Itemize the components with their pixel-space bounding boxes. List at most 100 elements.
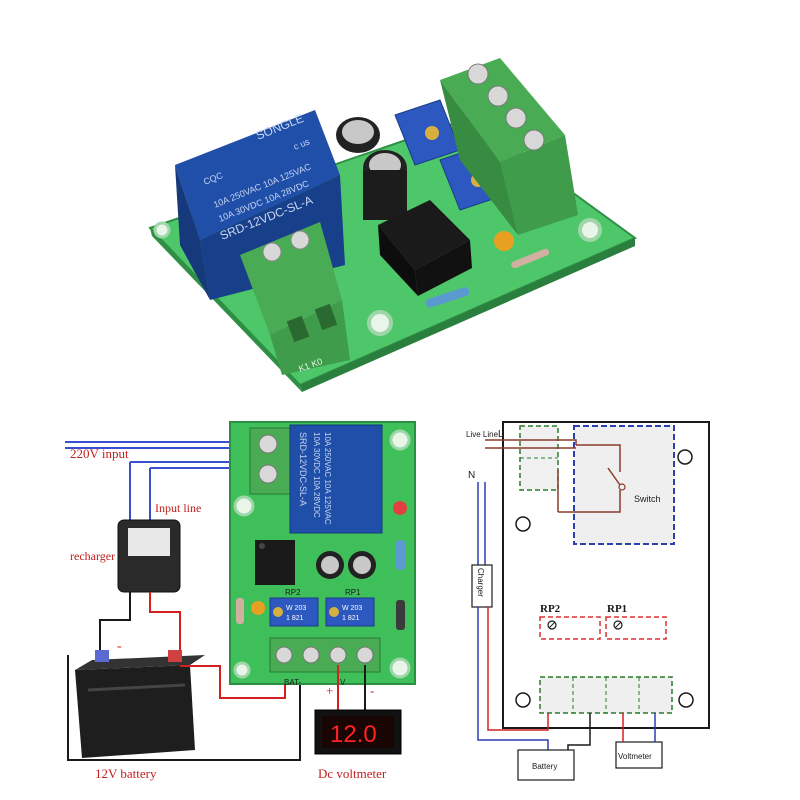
ic-chip-side bbox=[378, 225, 418, 296]
battery-pos-terminal bbox=[168, 650, 182, 662]
dc-wire-red bbox=[149, 592, 181, 660]
charger-neg-wire bbox=[477, 607, 549, 750]
rp1-label: RP1 bbox=[607, 603, 627, 615]
pcb-board-edge bbox=[150, 228, 302, 392]
schematic-diagram: Switch Live Line L N Charger RP2 RP1 bbox=[466, 421, 710, 781]
diode bbox=[396, 600, 405, 630]
resistor bbox=[425, 287, 470, 308]
wiring-diagram: 220V input Input line recharger - + 12V … bbox=[65, 421, 416, 781]
capacitor-top bbox=[353, 556, 371, 574]
mount-hole bbox=[389, 657, 411, 679]
mount-hole bbox=[233, 495, 255, 517]
relay-text-1: 10A 250VAC 10A 125VAC bbox=[323, 432, 332, 525]
mount-hole bbox=[578, 218, 602, 242]
charger-label: Charger bbox=[476, 568, 485, 597]
pot-knob bbox=[329, 607, 339, 617]
capacitor-top bbox=[342, 120, 374, 144]
voltmeter-label: Dc voltmeter bbox=[318, 766, 387, 781]
voltmeter-plus: + bbox=[326, 683, 333, 698]
switch-contact bbox=[576, 444, 621, 472]
live-line-wire bbox=[485, 439, 577, 445]
ceramic-capacitor bbox=[494, 231, 514, 251]
rp2-label: RP2 bbox=[285, 588, 301, 597]
ic-notch bbox=[259, 543, 265, 549]
mount-hole bbox=[515, 516, 531, 532]
screw-icon bbox=[356, 646, 374, 664]
bat-terminal-label: BAT- bbox=[284, 678, 302, 687]
battery-neg-wire bbox=[567, 713, 591, 750]
diode bbox=[511, 248, 550, 269]
battery-neg-terminal bbox=[95, 650, 109, 662]
schematic-board-outline bbox=[502, 421, 710, 729]
charger-pos-wire bbox=[487, 607, 549, 731]
mount-hole bbox=[389, 429, 411, 451]
led-indicator bbox=[393, 501, 407, 515]
neutral-label: N bbox=[468, 470, 475, 481]
mount-hole bbox=[153, 221, 171, 239]
recharger-label-plate bbox=[128, 528, 170, 556]
screw-icon bbox=[290, 230, 310, 250]
screw-icon bbox=[262, 242, 282, 262]
pot-code-2: 1 821 bbox=[342, 615, 360, 622]
wire-slot bbox=[286, 315, 310, 343]
resistor bbox=[396, 540, 405, 570]
pot-code-2: 1 821 bbox=[286, 615, 304, 622]
terminal-block-right-side bbox=[440, 80, 518, 235]
wire-slot bbox=[314, 303, 338, 331]
mount-hole bbox=[678, 692, 694, 708]
relay-side bbox=[175, 165, 210, 300]
battery-label: Battery bbox=[532, 762, 557, 771]
minus-sign: - bbox=[117, 639, 122, 654]
switch-contact bbox=[580, 490, 621, 513]
v-terminal-label: V bbox=[340, 678, 346, 687]
rp1-outline bbox=[605, 616, 667, 640]
relay-model-label: SRD-12VDC-SL-A bbox=[298, 432, 308, 506]
screw-icon bbox=[275, 646, 293, 664]
screw-icon bbox=[505, 107, 527, 129]
voltmeter-minus: - bbox=[370, 683, 374, 698]
screw-icon bbox=[258, 464, 278, 484]
battery-wire-black bbox=[67, 655, 301, 761]
battery-label: 12V battery bbox=[95, 766, 157, 781]
voltmeter-reading: 12.0 bbox=[330, 721, 377, 748]
live-line-label: Live Line bbox=[466, 430, 499, 439]
mount-hole bbox=[367, 310, 393, 336]
relay-board bbox=[289, 424, 383, 534]
screw-icon bbox=[302, 646, 320, 664]
pot-knob bbox=[273, 607, 283, 617]
voltmeter-screen bbox=[322, 716, 394, 748]
ic-chip-top bbox=[378, 200, 470, 270]
charger-box bbox=[471, 564, 493, 608]
relay-top bbox=[175, 110, 340, 240]
dc-wire-black bbox=[99, 592, 131, 655]
pot-code-1: W 203 bbox=[286, 605, 306, 612]
mount-hole bbox=[233, 661, 251, 679]
ceramic-capacitor bbox=[251, 601, 265, 615]
ac-input-label: 220V input bbox=[70, 446, 129, 461]
battery bbox=[75, 665, 195, 758]
input-line-label: Input line bbox=[155, 501, 201, 515]
voltmeter-label: Voltmeter bbox=[618, 752, 652, 761]
switch-lever bbox=[607, 467, 621, 486]
schematic-battery bbox=[517, 749, 575, 781]
terminal-block-right bbox=[500, 135, 578, 235]
pot-knob bbox=[425, 126, 439, 140]
screw-icon bbox=[487, 85, 509, 107]
screw-icon bbox=[329, 646, 347, 664]
pot-screw-icon bbox=[613, 620, 623, 630]
capacitor-top bbox=[321, 556, 339, 574]
mount-hole bbox=[515, 692, 531, 708]
rp1-label: RP1 bbox=[345, 588, 361, 597]
capacitor-body bbox=[363, 170, 407, 220]
battery-ridge bbox=[87, 683, 186, 692]
pot-code-1: W 203 bbox=[342, 605, 362, 612]
screw-icon bbox=[258, 434, 278, 454]
pcb-board-edge-front bbox=[300, 238, 635, 392]
pcb-photo: SONGLE CQC c us 10A 250VAC 10A 125VAC 10… bbox=[148, 58, 637, 392]
recharger-label: recharger bbox=[70, 549, 115, 563]
schematic-voltmeter bbox=[615, 741, 663, 769]
pot-screw-icon bbox=[547, 620, 557, 630]
live-L-label: L bbox=[498, 429, 504, 440]
diode bbox=[236, 598, 244, 624]
mount-hole bbox=[677, 449, 693, 465]
